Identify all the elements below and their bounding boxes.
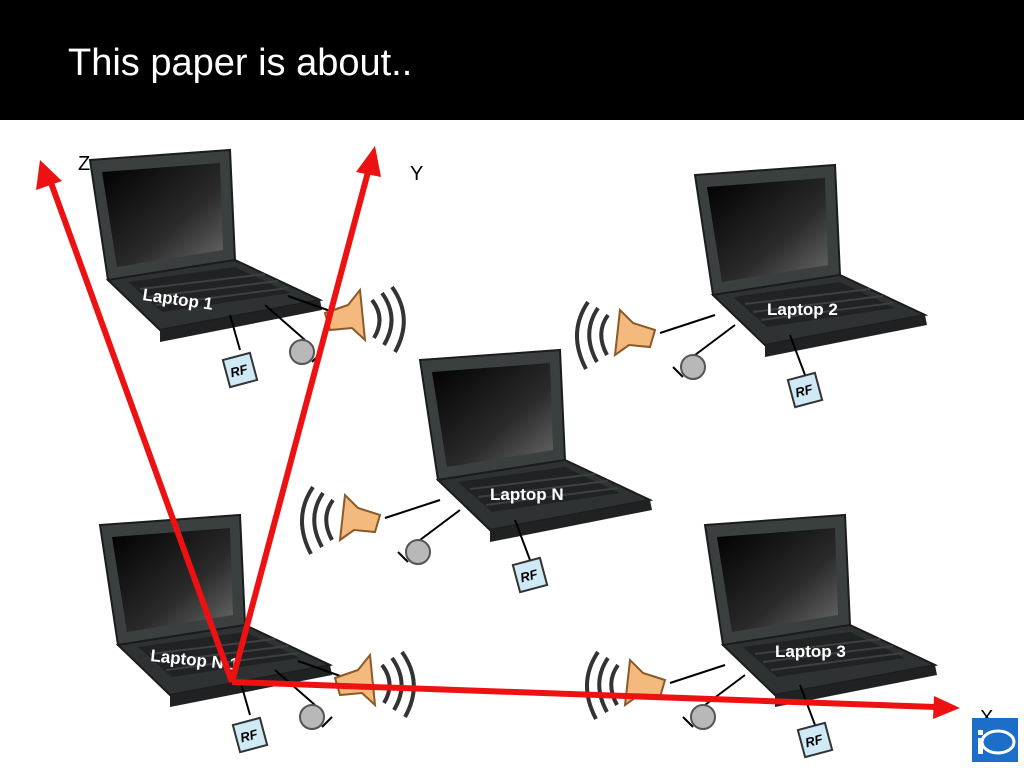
slide-title: This paper is about.. bbox=[68, 42, 413, 84]
z-axis-label: Z bbox=[78, 153, 90, 175]
laptop-icon bbox=[99, 514, 333, 708]
laptop-label: Laptop 3 bbox=[775, 642, 846, 661]
rf-module-icon: RF bbox=[229, 361, 251, 380]
rf-module-icon: RF bbox=[239, 726, 261, 745]
y-axis bbox=[229, 171, 371, 683]
z-axis bbox=[47, 178, 235, 684]
rf-module-icon: RF bbox=[804, 731, 826, 750]
laptop-label: Laptop N bbox=[490, 485, 564, 504]
z-axis-arrowhead bbox=[36, 160, 62, 190]
laptop-2: Laptop 2 RF bbox=[574, 164, 928, 410]
rf-module-icon: RF bbox=[794, 381, 816, 400]
x-axis bbox=[231, 679, 937, 710]
y-axis-arrowhead bbox=[356, 146, 381, 177]
y-axis-label: Y bbox=[410, 163, 423, 185]
laptop-3: Laptop 3 RF bbox=[584, 514, 938, 760]
x-axis-arrowhead bbox=[933, 696, 960, 719]
rf-module-icon: RF bbox=[519, 566, 541, 585]
laptop-n: Laptop N RF bbox=[299, 349, 653, 595]
laptop-label: Laptop 2 bbox=[767, 300, 838, 319]
laptop-icon bbox=[89, 149, 323, 343]
coordinate-axes: Z Y X bbox=[36, 146, 993, 729]
laptop-1: Laptop 1 RF bbox=[89, 149, 406, 390]
laptop-n-minus-1: Laptop N-1 RF bbox=[99, 514, 416, 755]
title-bar: This paper is about.. bbox=[0, 0, 1024, 120]
logo-icon bbox=[972, 718, 1018, 762]
